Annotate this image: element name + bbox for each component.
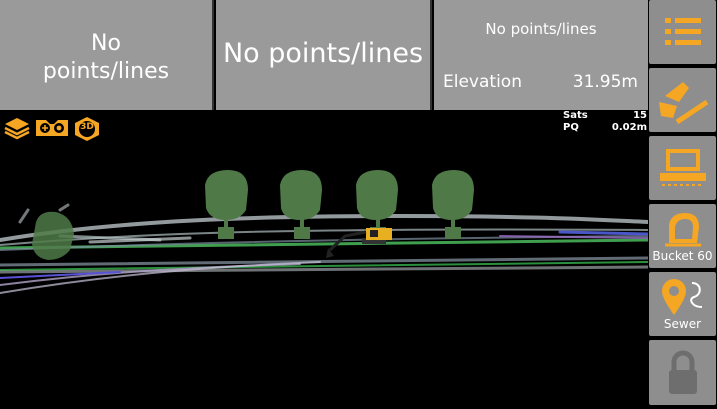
3d-label: 3D <box>80 122 94 132</box>
panel-left-line2: points/lines <box>42 59 170 84</box>
gnss-status: Sats 15 PQ 0.02m <box>563 110 647 134</box>
blade-mode-button[interactable] <box>649 136 716 200</box>
3d-viewport[interactable]: 3D Sats 15 PQ 0.02m <box>0 110 650 405</box>
excavator-model <box>326 228 392 258</box>
bucket-select-button[interactable]: Bucket 60 <box>649 204 716 268</box>
excavator-dig-icon <box>658 82 708 125</box>
elevation-value: 31.95m <box>572 72 638 92</box>
layers-icon-svg <box>4 118 30 140</box>
tree-1 <box>205 170 248 239</box>
info-panel-middle[interactable]: No points/lines <box>216 0 432 110</box>
3d-view-button[interactable]: 3D <box>73 116 101 141</box>
ground-lines <box>0 203 650 294</box>
tree-2 <box>280 170 322 239</box>
tree-5 <box>32 211 74 260</box>
lock-icon <box>668 350 697 394</box>
menu-button[interactable] <box>649 0 716 64</box>
elevation-label: Elevation <box>443 72 522 92</box>
map-pin-route-icon <box>661 279 702 315</box>
menu-icon <box>664 18 701 45</box>
tree-4 <box>432 170 474 239</box>
cube-3d-icon <box>75 117 99 141</box>
sewer-label: Sewer <box>663 317 702 331</box>
scene-svg <box>0 170 650 294</box>
sewer-model-button[interactable]: Sewer <box>649 272 716 336</box>
pq-value: 0.02m <box>611 122 647 133</box>
panel-middle-text: No points/lines <box>222 38 424 69</box>
lock-button[interactable] <box>649 340 716 405</box>
panel-right-title: No points/lines <box>485 20 597 38</box>
right-toolbar: Bucket 60 Sewer <box>648 0 717 405</box>
panel-left-text: No points/lines <box>0 30 212 86</box>
pq-label: PQ <box>563 122 579 133</box>
gamepad-icon[interactable] <box>34 116 70 140</box>
panel-left-line1: No <box>91 31 121 56</box>
bucket-icon <box>664 213 701 247</box>
sats-value: 15 <box>633 110 647 121</box>
bucket-label: Bucket 60 <box>652 249 713 263</box>
dig-mode-button[interactable] <box>649 68 716 132</box>
blade-icon <box>659 149 706 186</box>
info-panel-right[interactable]: No points/lines Elevation 31.95m <box>434 0 648 110</box>
layers-icon[interactable] <box>4 116 30 140</box>
sats-label: Sats <box>563 110 588 121</box>
info-panel-left[interactable]: No points/lines <box>0 0 214 110</box>
gamepad-icon-svg <box>36 120 68 136</box>
